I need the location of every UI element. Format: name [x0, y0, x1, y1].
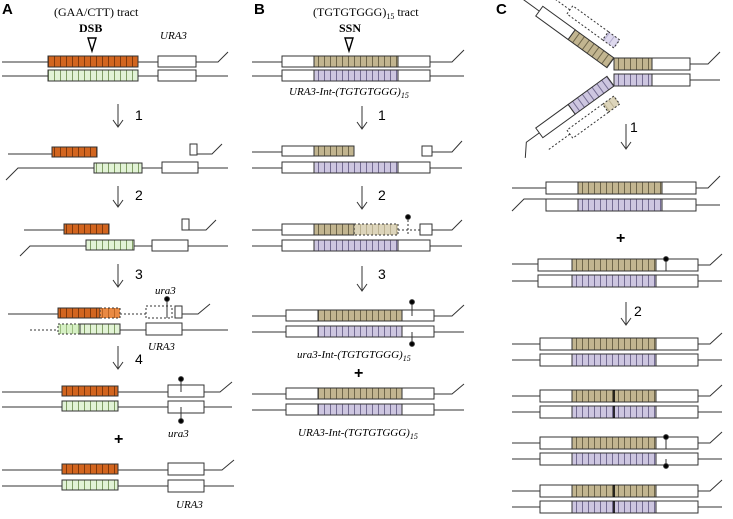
panel-c-step-2: 2: [634, 303, 642, 319]
ssn-arrowhead-icon: [344, 37, 354, 54]
panel-c: C: [496, 0, 723, 514]
panel-a: A (GAA/CTT) tract DSB URA3 1 2 3 ur: [2, 1, 235, 511]
panel-c-plus: +: [616, 230, 625, 247]
ura3-gene-label-3: URA3: [176, 499, 203, 511]
ctt-repeat-tract: [47, 69, 139, 82]
ura3-gene-label-2: URA3: [148, 341, 175, 353]
dsb-arrowhead-icon: [87, 37, 97, 54]
panel-c-label: C: [496, 1, 507, 18]
ura3-mutant-label-2: ura3: [168, 428, 189, 440]
panel-b-step-1: 1: [378, 107, 386, 123]
caca-repeat-tract: [313, 69, 399, 82]
panel-a-step-2: 2: [135, 187, 143, 203]
dsb-label: DSB: [79, 21, 102, 35]
panel-b: B (TGTGTGGG)15 tract SSN URA3-Int-(TGTGT…: [252, 1, 465, 441]
ura3-gene-label: URA3: [160, 30, 187, 42]
ura3-int-construct-label: URA3-Int-(TGTGTGGG)15: [289, 86, 409, 100]
panel-b-plus: +: [354, 365, 363, 382]
ura3-int-mutant-construct-label: ura3-Int-(TGTGTGGG)15: [297, 349, 411, 363]
tgtg-repeat-tract: [313, 55, 399, 68]
tgtg-tract-label: (TGTGTGGG)15 tract: [313, 5, 419, 21]
panel-b-step-2: 2: [378, 187, 386, 203]
panel-b-step-3: 3: [378, 266, 386, 282]
ura3-gene-box: [157, 55, 197, 68]
down-arrow-icon: [112, 104, 124, 128]
panel-a-label: A: [2, 1, 13, 18]
ura3-int-construct-label-2: URA3-Int-(TGTGTGGG)15: [298, 427, 418, 441]
panel-b-label: B: [254, 1, 265, 18]
ssn-label: SSN: [339, 21, 361, 35]
panel-a-step-1: 1: [135, 107, 143, 123]
gaa-repeat-tract: [47, 55, 139, 68]
ura3-mutant-label: ura3: [155, 285, 176, 297]
replication-fork: [522, 0, 721, 158]
panel-a-step-4: 4: [135, 351, 143, 367]
gaa-tract-label: (GAA/CTT) tract: [54, 5, 139, 19]
panel-a-step-3: 3: [135, 266, 143, 282]
panel-c-step-1: 1: [630, 119, 638, 135]
panel-a-plus: +: [114, 431, 123, 448]
